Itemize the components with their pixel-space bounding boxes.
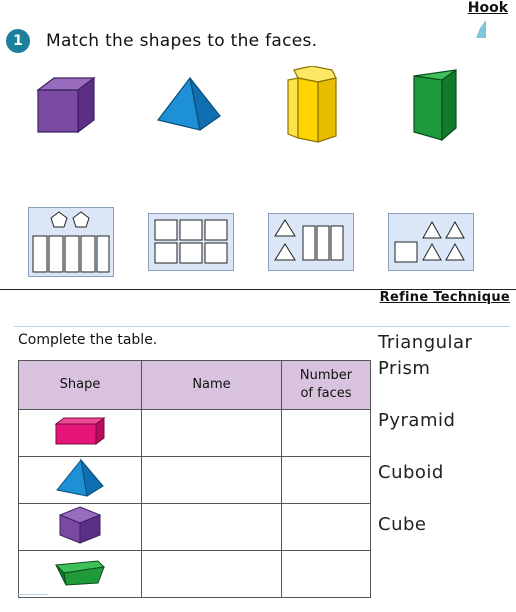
header-name: Name (141, 360, 282, 410)
shape-cell (18, 550, 142, 598)
header-shape: Shape (18, 360, 142, 410)
question-text: Match the shapes to the faces. (46, 31, 318, 51)
faces-card-triangular-prism (268, 213, 354, 271)
shape-cell (18, 456, 142, 504)
hook-heading: Hook (467, 0, 508, 16)
hexagonal-prism-icon (287, 66, 337, 143)
triangular-prism-icon (54, 560, 106, 586)
table-row (18, 409, 371, 457)
name-answer-cell[interactable] (141, 550, 282, 598)
faces-answer-cell[interactable] (281, 409, 371, 457)
question-number-badge: 1 (6, 29, 30, 53)
refine-technique-heading: Refine Technique (379, 290, 510, 305)
name-answer-cell[interactable] (141, 456, 282, 504)
faces-answer-cell[interactable] (281, 456, 371, 504)
header-faces-line1: Number (299, 368, 353, 383)
faces-card-square-pyramid (388, 213, 474, 271)
cube-icon (36, 76, 96, 134)
table-header-row: Shape Name Number of faces (18, 360, 371, 410)
shapes-table: Shape Name Number of faces (18, 360, 371, 598)
word-pyramid: Pyramid (378, 410, 456, 431)
pyramid-icon (156, 76, 221, 132)
word-cube: Cube (378, 514, 427, 535)
faces-answer-cell[interactable] (281, 503, 371, 551)
section-rule (14, 326, 510, 327)
faces-card-pentagonal-prism (28, 207, 114, 277)
triangular-prism-icon (413, 68, 457, 142)
name-answer-cell[interactable] (141, 503, 282, 551)
table-row (18, 456, 371, 504)
shape-cell (18, 503, 142, 551)
header-number-of-faces: Number of faces (281, 360, 371, 410)
table-instruction: Complete the table. (18, 332, 158, 348)
cuboid-icon (54, 417, 106, 445)
section-divider (0, 289, 516, 290)
cube-icon (58, 506, 102, 544)
corner-decoration-icon (476, 20, 486, 38)
footer-rule (18, 594, 48, 595)
faces-card-cube (148, 213, 234, 271)
header-faces-line2: of faces (300, 386, 352, 401)
table-row (18, 550, 371, 598)
word-prism: Prism (378, 358, 431, 379)
name-answer-cell[interactable] (141, 409, 282, 457)
word-cuboid: Cuboid (378, 462, 444, 483)
table-row (18, 503, 371, 551)
shape-cell (18, 409, 142, 457)
pyramid-icon (56, 458, 104, 497)
word-triangular: Triangular (378, 332, 473, 353)
faces-answer-cell[interactable] (281, 550, 371, 598)
